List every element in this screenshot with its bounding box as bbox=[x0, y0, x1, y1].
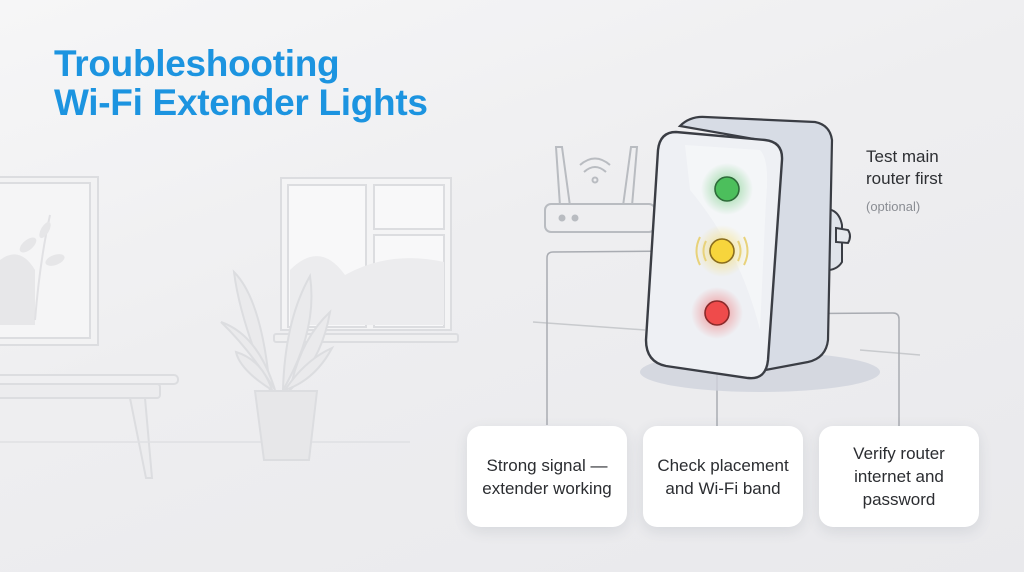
card-text: Strong signal — extender working bbox=[482, 455, 612, 498]
plant-icon bbox=[220, 269, 335, 461]
picture-frame-icon bbox=[0, 176, 99, 346]
router-icon bbox=[544, 146, 656, 233]
page-title: Troubleshooting Wi-Fi Extender Lights bbox=[54, 44, 428, 122]
note-optional: (optional) bbox=[866, 199, 921, 214]
card-text: Check placement and Wi-Fi band bbox=[657, 455, 789, 498]
status-lights bbox=[691, 163, 753, 339]
wifi-extender-device bbox=[640, 115, 880, 392]
card-red-status: Verify router internet and password bbox=[819, 426, 979, 527]
card-green-status: Strong signal — extender working bbox=[467, 426, 627, 527]
yellow-light-icon bbox=[695, 225, 749, 277]
card-yellow-status: Check placement and Wi-Fi band bbox=[643, 426, 803, 527]
card-text: Verify router internet and password bbox=[853, 444, 945, 509]
note-line-1: Test main bbox=[866, 147, 939, 166]
note-line-2: router first bbox=[866, 169, 943, 188]
green-light-icon bbox=[701, 163, 753, 215]
room-background bbox=[0, 176, 921, 479]
table-icon bbox=[0, 374, 179, 479]
title-line-1: Troubleshooting bbox=[54, 43, 340, 84]
title-line-2: Wi-Fi Extender Lights bbox=[54, 82, 428, 123]
router-test-note: Test main router first (optional) bbox=[866, 146, 943, 218]
red-light-icon bbox=[691, 287, 743, 339]
